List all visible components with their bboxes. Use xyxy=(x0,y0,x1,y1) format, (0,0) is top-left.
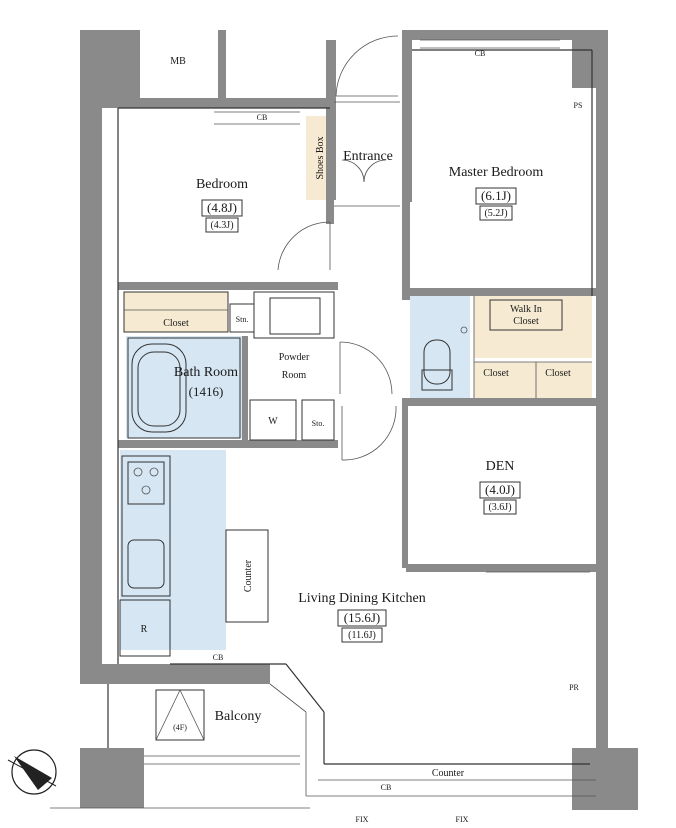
wet-areas xyxy=(120,296,470,650)
lower-closets-area xyxy=(474,362,592,398)
den-name: DEN xyxy=(486,459,515,474)
entrance-label: Entrance xyxy=(343,149,393,164)
pr-label: PR xyxy=(569,683,579,692)
bath-room-name: Bath Room xyxy=(174,365,238,380)
walk-in-closet-area xyxy=(474,296,592,358)
north-compass-icon xyxy=(7,749,57,795)
shoes-box-label: Shoes Box xyxy=(315,136,326,179)
master-bedroom-name: Master Bedroom xyxy=(449,165,544,180)
stn-label: Stn. xyxy=(236,315,249,324)
ps-label: PS xyxy=(574,101,583,110)
closet-right-label: Closet xyxy=(545,368,571,379)
closet-left-label: Closet xyxy=(483,368,509,379)
ldk-sub: (11.6J) xyxy=(348,630,376,641)
ldk-size: (15.6J) xyxy=(344,610,380,625)
fix-left-label: FIX xyxy=(356,815,369,824)
den-sub: (3.6J) xyxy=(488,502,511,513)
master-bedroom-sub: (5.2J) xyxy=(484,208,507,219)
toilet-area xyxy=(410,296,470,400)
balcony-label: Balcony xyxy=(215,709,262,724)
walls xyxy=(80,30,638,810)
storage-label: Sto. xyxy=(312,419,325,428)
floor-label: (4F) xyxy=(173,723,187,732)
bedroom-name: Bedroom xyxy=(196,177,248,192)
bath-room-size: (1416) xyxy=(189,384,224,399)
doors xyxy=(277,35,399,461)
mb-label: MB xyxy=(170,56,186,67)
bath-room-area xyxy=(126,336,244,438)
cb-bottom-label: CB xyxy=(381,783,392,792)
washer-label: W xyxy=(268,416,278,427)
bedroom-closet-label: Closet xyxy=(163,318,189,329)
refrigerator-label: R xyxy=(141,624,148,635)
walk-in-closet-label-1: Walk In xyxy=(510,304,542,315)
bedroom-closet-area xyxy=(124,292,228,332)
powder-room-label-2: Room xyxy=(282,370,307,381)
powder-room-label-1: Powder xyxy=(279,352,310,363)
bedroom-size: (4.8J) xyxy=(207,200,237,215)
fix-right-label: FIX xyxy=(456,815,469,824)
cb-bedroom-label: CB xyxy=(257,113,268,122)
walk-in-closet-label-2: Closet xyxy=(513,316,539,327)
partitions xyxy=(50,39,596,809)
counter-bottom-label: Counter xyxy=(432,768,465,779)
cb-top-right-label: CB xyxy=(475,49,486,58)
counter-vertical-label: Counter xyxy=(243,559,254,592)
closet-areas xyxy=(124,116,592,398)
kitchen-area xyxy=(120,450,226,650)
cb-ldk-label: CB xyxy=(213,653,224,662)
master-bedroom-size: (6.1J) xyxy=(481,188,511,203)
den-size: (4.0J) xyxy=(485,482,515,497)
ldk-name: Living Dining Kitchen xyxy=(298,591,426,606)
bedroom-sub: (4.3J) xyxy=(210,220,233,231)
